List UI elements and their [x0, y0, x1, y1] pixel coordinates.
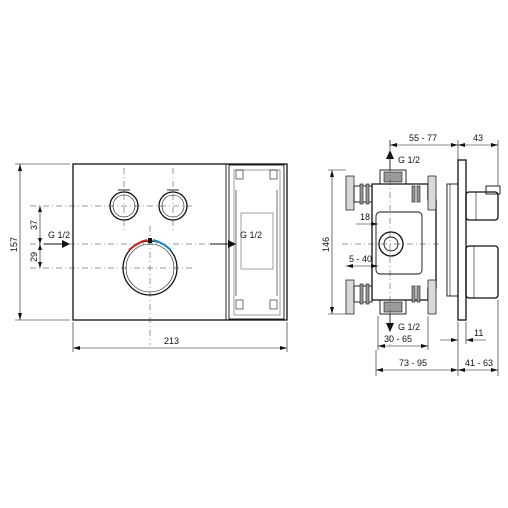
- cover-plate: [457, 159, 467, 321]
- dim-29-label: 29: [29, 252, 39, 262]
- bottom-connector: [379, 299, 407, 315]
- top-connector: [379, 169, 407, 185]
- dim-55-77-arrow-left: [390, 143, 397, 147]
- front-view: G 1/2 G 1/2 157 37 29 213: [9, 163, 288, 352]
- niche-slot-bottom-right: [269, 299, 278, 310]
- lower-right-flange: [427, 279, 437, 315]
- cold-indicator-icon: [152, 239, 172, 251]
- right-connection-label: G 1/2: [240, 230, 262, 240]
- lower-bar-detail-2: [365, 283, 370, 305]
- dim-41-63-label: 41 - 63: [465, 358, 493, 368]
- upper-bar-detail: [359, 183, 364, 205]
- dim-30-65-arrow-left: [378, 344, 385, 348]
- dial-marker: [148, 238, 152, 243]
- left-arrow-head: [62, 240, 70, 248]
- dim-73-95-arrow-right: [451, 368, 458, 372]
- dim-146-label: 146: [321, 237, 331, 252]
- dim-157-arrow-bottom: [18, 313, 22, 320]
- upper-right-detail: [411, 185, 416, 203]
- dim-213-arrow-right: [280, 346, 287, 350]
- button-knob-cap: [485, 185, 501, 195]
- bottom-connection-label: G 1/2: [398, 322, 420, 332]
- valve-body: [371, 183, 437, 301]
- top-connector-nut: [383, 171, 403, 183]
- dim-30-65-label: 30 - 65: [384, 334, 412, 344]
- dim-43-label: 43: [473, 133, 483, 143]
- side-view: G 1/2 G 1/2 146 55 - 77 43 18: [321, 133, 501, 376]
- dim-11-arrow-right: [466, 338, 473, 342]
- dim-37-label: 37: [29, 220, 39, 230]
- dim-55-77-label: 55 - 77: [409, 133, 437, 143]
- niche-outer: [228, 164, 285, 320]
- right-arrow-head: [228, 240, 236, 248]
- valve-core: [375, 211, 423, 275]
- dim-11-label: 11: [474, 328, 483, 338]
- dim-37-arrow-top: [38, 206, 42, 212]
- dim-41-63-arrow-right: [491, 368, 498, 372]
- thermostat-knob: [465, 245, 499, 299]
- niche-slot-top: [235, 169, 244, 180]
- lower-bar-detail: [359, 283, 364, 305]
- hot-indicator-icon: [128, 239, 148, 251]
- niche-inner: [233, 169, 281, 316]
- thermostat-dial-inner: [125, 243, 175, 293]
- dim-29-arrow-bottom: [38, 262, 42, 268]
- upper-flange: [345, 175, 355, 211]
- dim-37-arrow-bottom: [38, 238, 42, 244]
- upper-right-flange: [427, 175, 437, 211]
- dim-29-arrow-top: [38, 244, 42, 250]
- wall-plate: [446, 183, 459, 297]
- dim-5-40-arrow-left: [346, 264, 353, 268]
- dim-18-arrow: [371, 222, 378, 226]
- dim-18-label: 18: [360, 212, 370, 222]
- left-push-button: [109, 191, 139, 221]
- dim-11-arrow-left: [451, 338, 458, 342]
- left-push-button-inner: [112, 194, 136, 218]
- lower-right-detail-2: [416, 285, 421, 303]
- dim-43-arrow-right: [491, 143, 498, 147]
- dim-30-65-arrow-right: [421, 344, 428, 348]
- dim-55-77-arrow-right: [451, 143, 458, 147]
- dim-146-arrow-top: [330, 170, 334, 177]
- niche-slot-bottom: [235, 299, 244, 310]
- dim-213-arrow-left: [73, 346, 80, 350]
- lower-right-detail: [411, 285, 416, 303]
- upper-right-detail-2: [416, 185, 421, 203]
- lower-flange: [345, 279, 355, 315]
- dim-157-label: 157: [9, 237, 19, 252]
- dim-213-label: 213: [164, 336, 179, 346]
- niche-slot-top-right: [269, 169, 278, 180]
- dim-5-40-label: 5 - 40: [349, 254, 372, 264]
- left-connection-label: G 1/2: [48, 230, 70, 240]
- front-plate: [72, 163, 288, 321]
- dim-146-arrow-bottom: [330, 307, 334, 314]
- dim-157-arrow-top: [18, 164, 22, 171]
- right-push-button-inner: [161, 194, 185, 218]
- dim-43-arrow-left: [458, 143, 465, 147]
- dim-5-40-arrow-right: [371, 264, 378, 268]
- dim-73-95-arrow-left: [376, 368, 383, 372]
- right-push-button: [158, 191, 188, 221]
- bottom-connector-nut: [383, 301, 403, 313]
- dim-73-95-label: 73 - 95: [399, 358, 427, 368]
- dim-41-63-arrow-left: [458, 368, 465, 372]
- upper-bar-detail-2: [365, 183, 370, 205]
- niche-label-plate: [240, 212, 274, 270]
- button-knob: [465, 191, 499, 221]
- top-connection-label: G 1/2: [398, 155, 420, 165]
